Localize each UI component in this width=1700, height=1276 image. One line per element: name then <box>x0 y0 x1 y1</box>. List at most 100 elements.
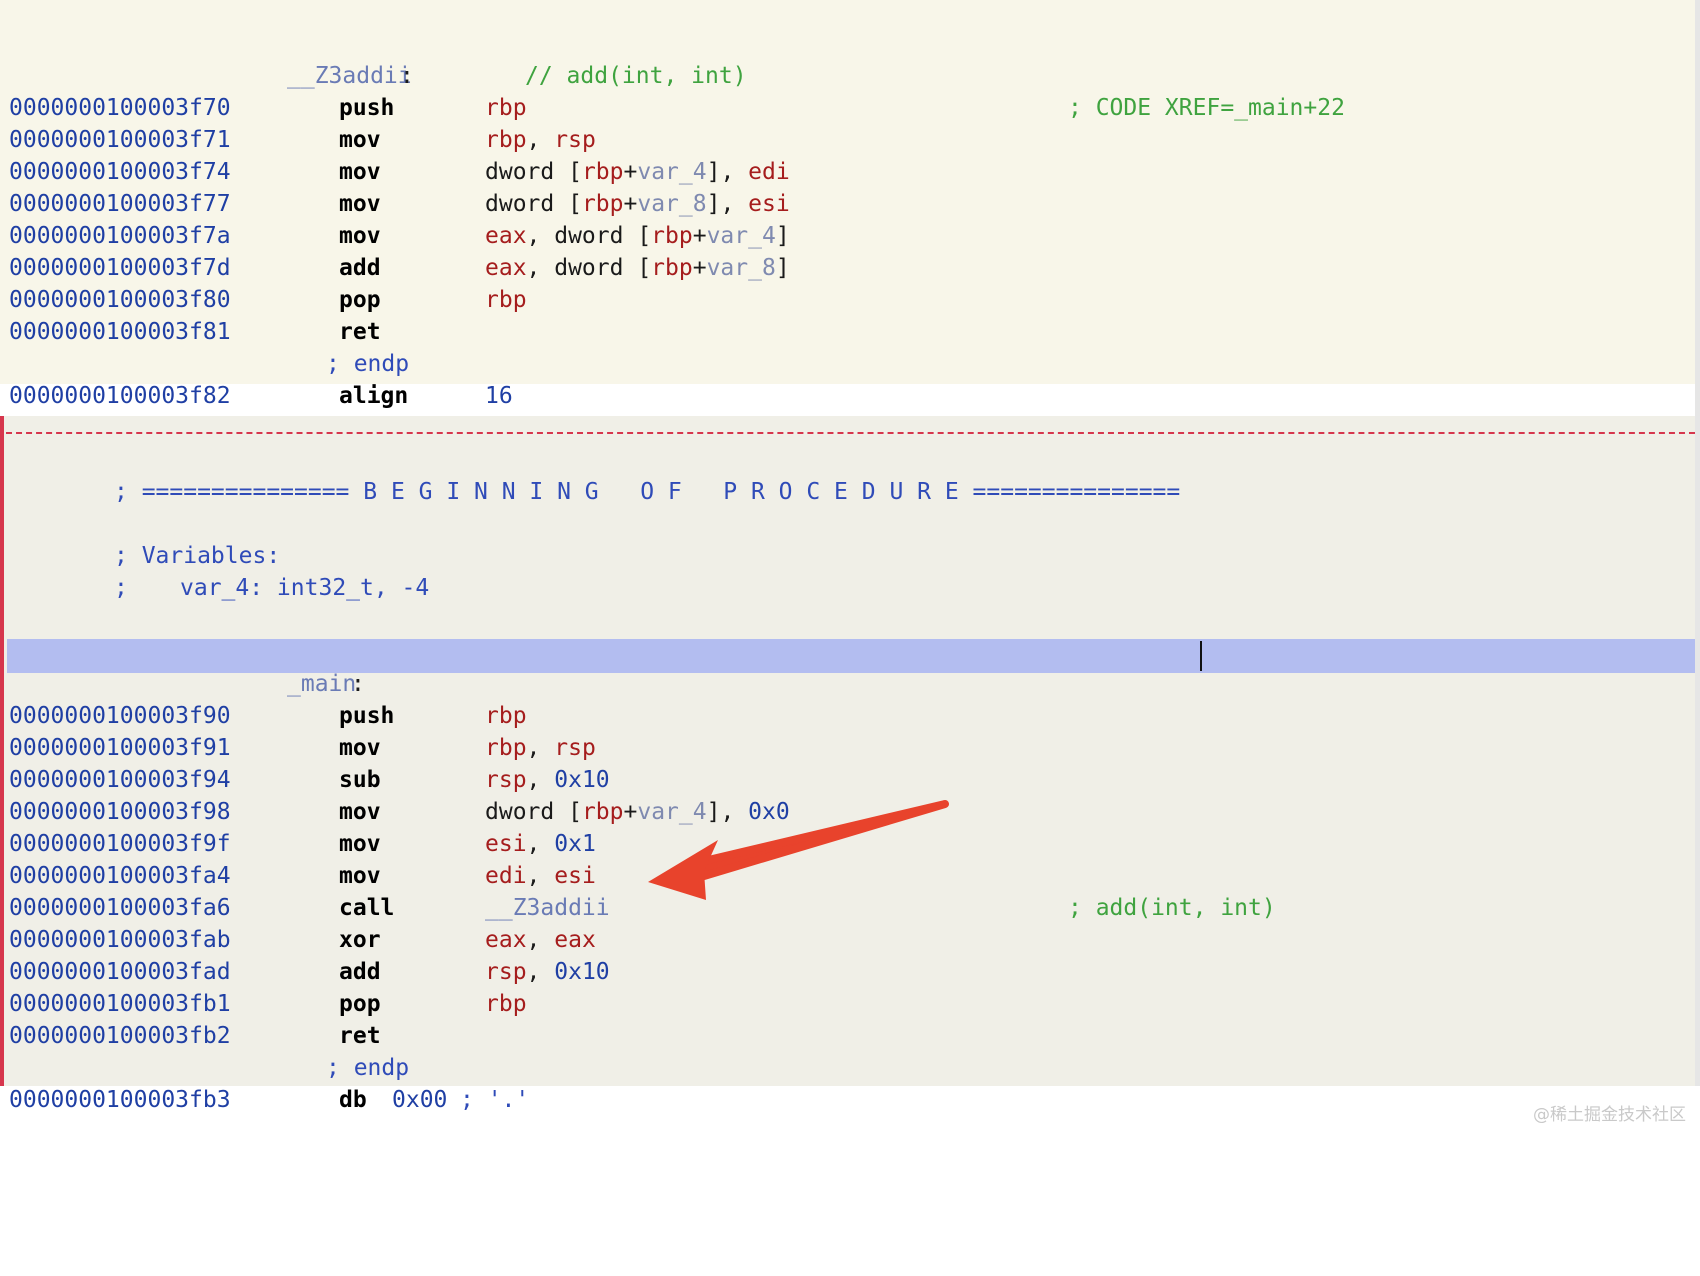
operand-text: ] <box>775 255 790 281</box>
instruction-address[interactable]: 0000000100003fb3 <box>9 1087 231 1113</box>
instruction-mnemonic: push <box>339 95 395 121</box>
instruction-row[interactable]: 0000000100003f91 mov rbp, rsp <box>0 732 1695 764</box>
instruction-mnemonic: add <box>339 255 381 281</box>
variable-operand: var_4 <box>637 159 707 185</box>
procedure-separator-line <box>6 432 1695 434</box>
instruction-operands[interactable]: rbp <box>485 700 527 732</box>
register-operand: rbp <box>485 287 527 313</box>
instruction-address[interactable]: 0000000100003f81 <box>9 319 231 345</box>
proc2-label[interactable]: _main <box>287 671 357 697</box>
instruction-address[interactable]: 0000000100003f91 <box>9 735 231 761</box>
instruction-operands[interactable]: eax, eax <box>485 924 596 956</box>
instruction-address[interactable]: 0000000100003fb2 <box>9 1023 231 1049</box>
symbol-operand[interactable]: __Z3addii <box>485 895 610 921</box>
instruction-row[interactable]: 0000000100003fb1 pop rbp <box>0 988 1695 1020</box>
instruction-address[interactable]: 0000000100003f7d <box>9 255 231 281</box>
instruction-mnemonic: sub <box>339 767 381 793</box>
instruction-mnemonic: mov <box>339 223 381 249</box>
variables-label-line: ; Variables: <box>0 540 1695 572</box>
instruction-address[interactable]: 0000000100003f9f <box>9 831 231 857</box>
instruction-row[interactable]: 0000000100003f90 push rbp <box>0 700 1695 732</box>
instruction-address[interactable]: 0000000100003f77 <box>9 191 231 217</box>
instruction-operands[interactable]: rsp, 0x10 <box>485 764 610 796</box>
instruction-row[interactable]: 0000000100003f94 sub rsp, 0x10 <box>0 764 1695 796</box>
register-operand: rbp <box>485 95 527 121</box>
register-operand: rbp <box>485 991 527 1017</box>
instruction-mnemonic: mov <box>339 735 381 761</box>
instruction-address[interactable]: 0000000100003f82 <box>9 383 231 409</box>
operand-text: , <box>526 767 555 793</box>
proc2-endp: ; endp <box>326 1055 410 1081</box>
variable-operand: var_4 <box>706 223 776 249</box>
instruction-address[interactable]: 0000000100003f70 <box>9 95 231 121</box>
instruction-address[interactable]: 0000000100003f74 <box>9 159 231 185</box>
register-operand: eax <box>554 927 596 953</box>
instruction-operands[interactable]: __Z3addii <box>485 892 610 924</box>
operand-text: ], <box>706 191 749 217</box>
instruction-address[interactable]: 0000000100003fad <box>9 959 231 985</box>
register-operand: rbp <box>651 223 693 249</box>
operand-text: , <box>526 831 555 857</box>
register-operand: esi <box>554 863 596 889</box>
instruction-mnemonic: push <box>339 703 395 729</box>
align-operand: 16 <box>485 383 513 409</box>
instruction-operands[interactable]: rbp <box>485 92 527 124</box>
instruction-comment: ; add(int, int) <box>1068 895 1276 921</box>
proc1-label[interactable]: __Z3addii <box>287 63 412 89</box>
register-operand: esi <box>485 831 527 857</box>
register-operand: esi <box>748 191 790 217</box>
instruction-operands[interactable]: dword [rbp+var_8], esi <box>485 188 790 220</box>
instruction-row[interactable]: 0000000100003f7d add eax, dword [rbp+var_8… <box>0 252 1695 284</box>
instruction-address[interactable]: 0000000100003fab <box>9 927 231 953</box>
instruction-address[interactable]: 0000000100003fb1 <box>9 991 231 1017</box>
instruction-operands[interactable]: esi, 0x1 <box>485 828 596 860</box>
instruction-address[interactable]: 0000000100003f71 <box>9 127 231 153</box>
instruction-address[interactable]: 0000000100003fa4 <box>9 863 231 889</box>
instruction-mnemonic: align <box>339 383 409 409</box>
instruction-row[interactable]: 0000000100003f7a mov eax, dword [rbp+var_4… <box>0 220 1695 252</box>
register-operand: rsp <box>485 767 527 793</box>
instruction-operands[interactable]: rsp, 0x10 <box>485 956 610 988</box>
selected-row-highlight[interactable] <box>7 639 1695 673</box>
db-comment: ; '.' <box>460 1087 530 1113</box>
operand-text: ], <box>706 799 749 825</box>
instruction-address[interactable]: 0000000100003f80 <box>9 287 231 313</box>
operand-text: dword [ <box>485 191 582 217</box>
instruction-operands[interactable]: rbp <box>485 988 527 1020</box>
instruction-operands[interactable]: rbp, rsp <box>485 124 596 156</box>
instruction-operands[interactable]: edi, esi <box>485 860 596 892</box>
instruction-operands[interactable]: dword [rbp+var_4], 0x0 <box>485 796 790 828</box>
procedure-banner-line: ; =============== B E G I N N I N G O F … <box>0 476 1695 508</box>
instruction-operands[interactable]: rbp, rsp <box>485 732 596 764</box>
instruction-operands[interactable]: rbp <box>485 284 527 316</box>
instruction-address[interactable]: 0000000100003f94 <box>9 767 231 793</box>
instruction-mnemonic: db <box>339 1087 367 1113</box>
instruction-operands[interactable]: eax, dword [rbp+var_8] <box>485 252 790 284</box>
instruction-operands[interactable]: eax, dword [rbp+var_4] <box>485 220 790 252</box>
variable-entry: var_4: int32_t, -4 <box>180 575 430 601</box>
instruction-address[interactable]: 0000000100003f98 <box>9 799 231 825</box>
annotation-arrow <box>648 800 949 900</box>
db-line[interactable]: 0000000100003fb3 db 0x00 ; '.' <box>0 1084 1695 1116</box>
instruction-address[interactable]: 0000000100003f7a <box>9 223 231 249</box>
instruction-operands[interactable]: dword [rbp+var_4], edi <box>485 156 790 188</box>
align-line[interactable]: 0000000100003f82 align 16 <box>0 380 1695 412</box>
instruction-mnemonic: pop <box>339 991 381 1017</box>
proc1-background <box>0 0 1695 384</box>
instruction-address[interactable]: 0000000100003fa6 <box>9 895 231 921</box>
register-operand: rbp <box>485 127 527 153</box>
instruction-address[interactable]: 0000000100003f90 <box>9 703 231 729</box>
